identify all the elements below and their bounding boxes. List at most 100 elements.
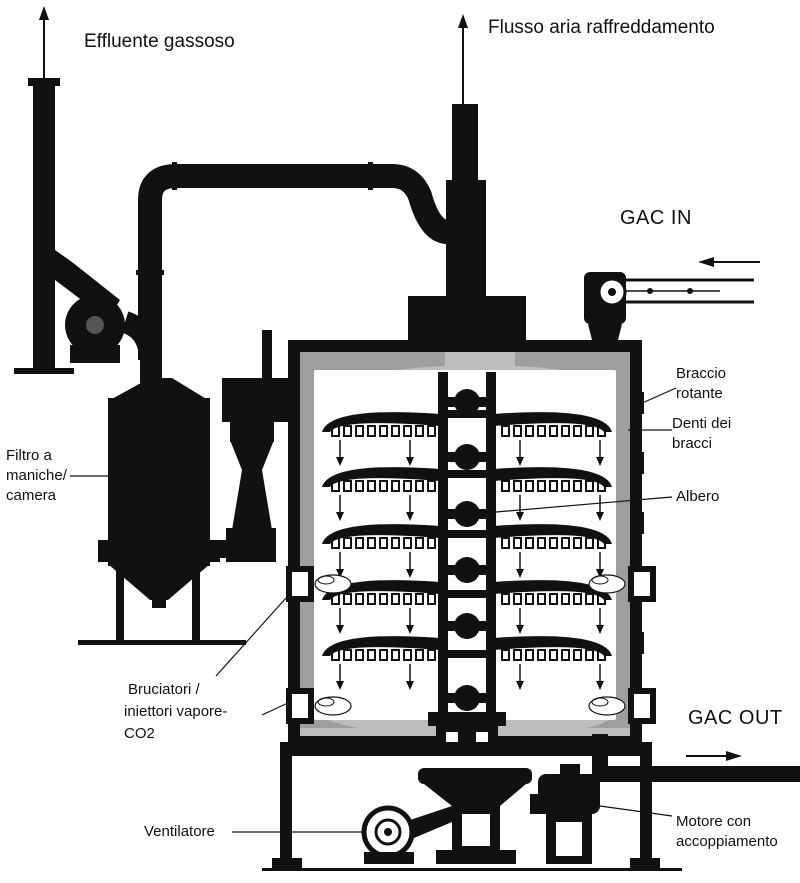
arm-tooth	[427, 537, 436, 549]
hub-collar	[446, 397, 488, 407]
arm-tooth	[561, 649, 570, 661]
arm-tooth	[573, 537, 582, 549]
burner-flame	[588, 574, 626, 594]
arm-tooth	[585, 537, 594, 549]
flow-arrowhead	[336, 681, 344, 690]
arm-tooth	[343, 480, 352, 492]
label-filtro-line3: camera	[6, 487, 57, 504]
arm-tooth	[415, 480, 424, 492]
arm-tooth	[501, 649, 510, 661]
arm-tooth	[513, 593, 522, 605]
arm-tooth	[391, 537, 400, 549]
arm-tooth	[403, 537, 412, 549]
baghouse-filter	[78, 355, 246, 645]
flow-arrowhead	[406, 681, 414, 690]
gac-out-discharge	[592, 734, 800, 782]
rabble-arm-left	[322, 580, 440, 600]
arm-tooth	[573, 593, 582, 605]
label-albero: Albero	[676, 488, 720, 505]
rabble-arm-right	[494, 580, 612, 600]
label-bruciatori-line1: Bruciatori /	[128, 681, 200, 698]
arm-tooth	[573, 480, 582, 492]
hub-collar	[446, 565, 488, 575]
burner-flame-inner	[317, 697, 335, 707]
arm-tooth	[415, 537, 424, 549]
label-bruciatori-line3: CO2	[124, 725, 155, 742]
arm-tooth	[379, 649, 388, 661]
arm-tooth	[549, 649, 558, 661]
rabble-arm-left	[322, 524, 440, 544]
burner-port	[634, 572, 650, 596]
arm-tooth	[403, 425, 412, 437]
bottom-ventilator	[361, 768, 546, 864]
label-braccio-line2: rotante	[676, 385, 723, 402]
flow-arrowhead	[596, 569, 604, 578]
arm-bracket-right	[630, 392, 644, 414]
arm-tooth	[513, 649, 522, 661]
flow-arrowhead	[336, 457, 344, 466]
label-bruciatori-line2: iniettori vapore-	[124, 703, 228, 720]
arm-tooth	[331, 593, 340, 605]
arm-tooth	[597, 480, 606, 492]
label-denti-line1: Denti dei	[672, 415, 732, 432]
arm-bracket-right	[630, 632, 644, 654]
arm-tooth	[391, 593, 400, 605]
arm-tooth	[415, 593, 424, 605]
arm-tooth	[355, 480, 364, 492]
burner-flame-inner	[591, 575, 609, 585]
gac-out-arrow	[686, 751, 742, 761]
arm-tooth	[537, 593, 546, 605]
arm-tooth	[513, 480, 522, 492]
rabble-arm-left	[322, 636, 440, 656]
arm-tooth	[331, 425, 340, 437]
rabble-arm-right	[494, 524, 612, 544]
arm-tooth	[427, 425, 436, 437]
label-filtro-line1: Filtro a	[6, 447, 52, 464]
central-shaft	[428, 372, 506, 756]
label-motore-line1: Motore con	[676, 813, 752, 830]
arm-tooth	[561, 593, 570, 605]
arm-tooth	[391, 425, 400, 437]
arm-tooth	[585, 425, 594, 437]
label-gac-in: GAC IN	[620, 207, 692, 229]
rabble-arm-right	[494, 636, 612, 656]
arm-tooth	[501, 593, 510, 605]
arm-tooth	[513, 425, 522, 437]
arm-tooth	[367, 480, 376, 492]
cooling-up-arrow	[458, 14, 468, 104]
flow-arrowhead	[336, 512, 344, 521]
flow-arrowhead	[516, 512, 524, 521]
arm-tooth	[597, 537, 606, 549]
arm-tooth	[427, 480, 436, 492]
hub-collar	[446, 621, 488, 631]
hub-collar	[446, 452, 488, 462]
flow-arrowhead	[406, 512, 414, 521]
arm-tooth	[367, 649, 376, 661]
flow-arrowhead	[406, 457, 414, 466]
arm-tooth	[561, 480, 570, 492]
arm-tooth	[331, 649, 340, 661]
burner-port	[292, 694, 308, 718]
arm-tooth	[549, 593, 558, 605]
arm-tooth	[585, 593, 594, 605]
arm-tooth	[549, 480, 558, 492]
arm-tooth	[343, 593, 352, 605]
arm-tooth	[355, 593, 364, 605]
arm-tooth	[585, 649, 594, 661]
duct-pipe	[120, 162, 450, 361]
leader-lines	[70, 387, 677, 833]
arm-tooth	[379, 425, 388, 437]
arm-tooth	[585, 480, 594, 492]
burner-set	[286, 566, 656, 724]
hub-collar	[446, 509, 488, 519]
hearth-stack	[322, 389, 644, 711]
flow-arrowhead	[516, 625, 524, 634]
arm-tooth	[367, 537, 376, 549]
rabble-arm-right	[494, 467, 612, 487]
arm-tooth	[427, 593, 436, 605]
arm-tooth	[403, 649, 412, 661]
flow-arrowhead	[596, 457, 604, 466]
hub-collar	[446, 693, 488, 703]
arm-tooth	[549, 425, 558, 437]
